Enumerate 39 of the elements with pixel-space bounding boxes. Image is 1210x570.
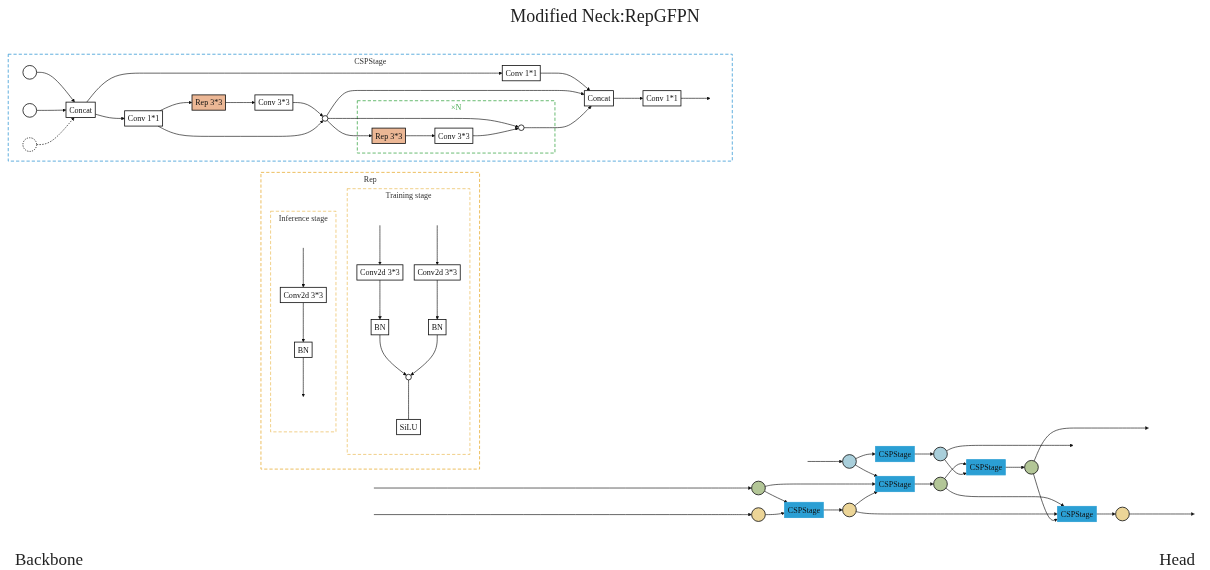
node-circle xyxy=(842,503,857,518)
node-box: Conv 1*1 xyxy=(642,90,682,107)
node-box: BN xyxy=(370,319,390,336)
node-box: Conv 1*1 xyxy=(124,110,164,127)
node-box: SiLU xyxy=(396,419,421,436)
node-circle xyxy=(933,447,948,462)
node-circle xyxy=(1115,507,1130,522)
node-box: Conv2d 3*3 xyxy=(356,264,404,281)
node-box: BN xyxy=(294,341,313,359)
node-box: Conv2d 3*3 xyxy=(413,264,461,281)
node-box: CSPStage xyxy=(784,502,824,519)
node-circle xyxy=(405,374,412,381)
node-circle xyxy=(518,124,525,132)
section-label: Backbone xyxy=(15,550,83,570)
node-circle xyxy=(842,454,857,469)
node-circle xyxy=(751,481,766,496)
connector xyxy=(408,379,409,420)
node-box: CSPStage xyxy=(1057,506,1097,523)
node-box: Conv2d 3*3 xyxy=(279,287,327,304)
node-box: CSPStage xyxy=(875,446,915,463)
node-circle xyxy=(22,103,37,118)
node-circle xyxy=(933,477,948,492)
node-box: Conv 1*1 xyxy=(501,65,541,82)
node-box: Conv 3*3 xyxy=(434,127,474,145)
node-box: Rep 3*3 xyxy=(191,94,226,111)
node-circle xyxy=(22,137,37,153)
node-box: Concat xyxy=(583,90,614,107)
node-circle xyxy=(751,507,766,523)
node-box: Concat xyxy=(65,102,96,119)
node-box: BN xyxy=(428,319,447,336)
node-circle xyxy=(22,65,37,80)
node-box: Rep 3*3 xyxy=(371,127,406,145)
node-box: Conv 3*3 xyxy=(254,94,294,111)
diagram-title: Modified Neck:RepGFPN xyxy=(510,6,700,27)
section-label: Head xyxy=(1159,550,1195,570)
node-box: CSPStage xyxy=(966,459,1006,476)
node-box: CSPStage xyxy=(875,476,915,493)
node-circle xyxy=(321,115,329,122)
node-circle xyxy=(1024,460,1039,475)
